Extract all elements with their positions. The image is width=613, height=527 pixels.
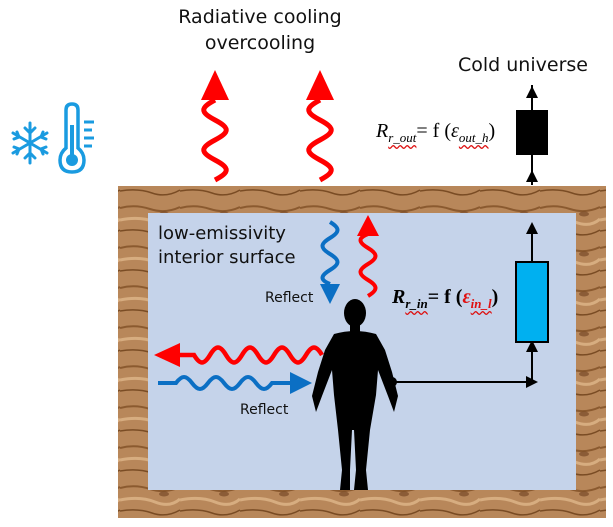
resistor-outer <box>516 110 548 155</box>
reflect-wave-top <box>320 220 340 304</box>
cold-universe-label: Cold universe <box>458 54 588 76</box>
low-emissivity-line2: interior surface <box>158 247 296 268</box>
r-out-equation: Rr_out= f (εout_h) <box>376 120 495 146</box>
circuit-arrow-up-wall <box>526 222 538 234</box>
low-emissivity-label: low-emissivity interior surface <box>158 222 296 270</box>
radiative-wave-right <box>306 70 334 183</box>
human-silhouette-icon <box>312 299 398 490</box>
r-in-rhs: = f ( <box>427 286 463 308</box>
snowflake-icon <box>11 121 49 165</box>
r-out-epsilon: ε <box>451 120 459 142</box>
r-out-close: ) <box>488 120 496 142</box>
r-out-symbol: R <box>376 120 389 142</box>
reflect-label-top: Reflect <box>265 290 314 306</box>
r-in-epsilon: ε <box>462 286 471 308</box>
resistor-inner <box>515 261 549 343</box>
low-emissivity-line1: low-emissivity <box>158 223 286 244</box>
circuit-arrow-up-inner <box>526 340 538 352</box>
radiative-cooling-title: Radiative cooling overcooling <box>160 6 360 54</box>
r-in-epsilon-subscript: in_l <box>470 296 492 311</box>
circuit-arrow-right <box>526 376 538 388</box>
radiative-wave-left <box>201 70 229 183</box>
r-in-symbol: R <box>392 286 406 308</box>
thermometer-icon <box>58 102 94 174</box>
r-out-subscript: r_out <box>388 130 417 145</box>
r-in-close: ) <box>491 286 499 308</box>
radiative-cooling-line1: Radiative cooling <box>178 6 342 28</box>
interior-emission-wave <box>357 215 379 298</box>
r-out-epsilon-subscript: out_h <box>458 130 489 145</box>
r-in-equation: Rr_in= f (εin_l) <box>392 286 498 312</box>
radiative-cooling-line2: overcooling <box>204 32 316 54</box>
r-in-subscript: r_in <box>405 296 428 311</box>
reflect-wave-bottom <box>158 372 312 394</box>
reflect-label-bottom: Reflect <box>240 402 289 418</box>
lateral-emission-wave <box>154 343 324 367</box>
circuit-arrow-up-sky <box>526 86 538 98</box>
circuit-arrow-up-top <box>526 170 538 182</box>
r-out-rhs: = f ( <box>416 120 451 142</box>
